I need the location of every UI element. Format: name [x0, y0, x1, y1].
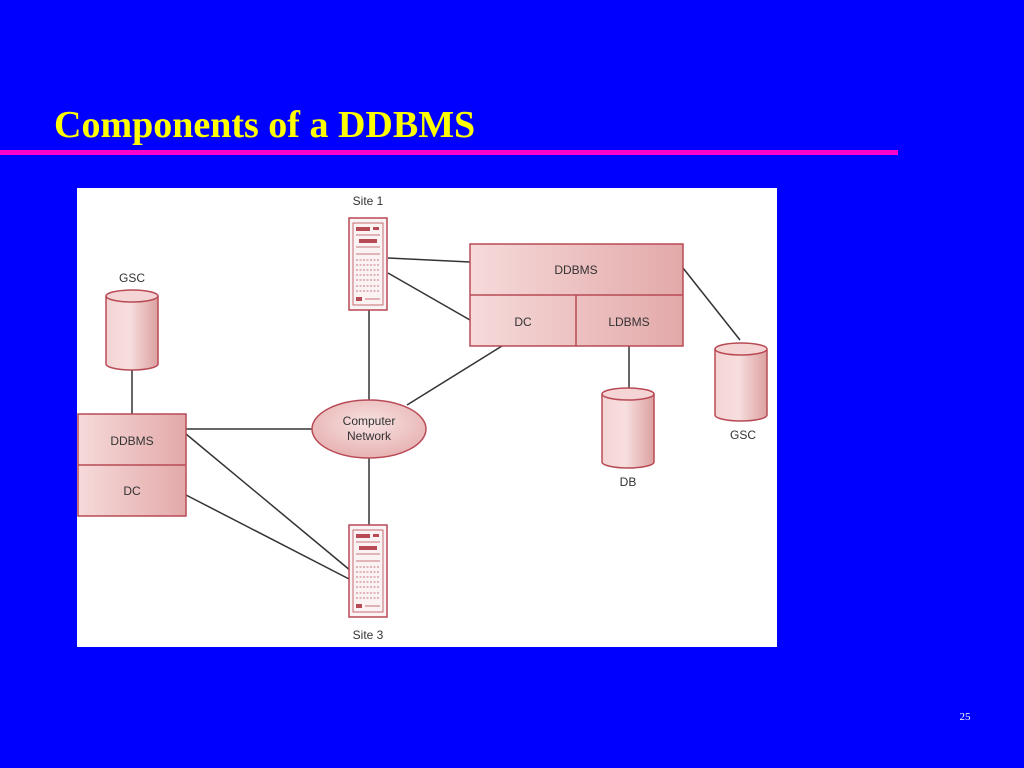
site3-label: Site 3: [353, 628, 384, 642]
right-dc-label: DC: [514, 315, 532, 329]
diagram-panel: Site 1 Site 3 Computer Network GSC DDBMS…: [77, 188, 777, 647]
db-cylinder-icon: [601, 387, 655, 469]
right-gsc-cylinder-icon: [714, 342, 768, 422]
left-gsc-label: GSC: [119, 271, 145, 285]
link-left-ddbms-site3: [185, 433, 352, 572]
link-site1-dc: [387, 272, 471, 321]
site1-label: Site 1: [353, 194, 384, 208]
left-ddbms-label: DDBMS: [110, 434, 153, 448]
slide-number: 25: [959, 711, 971, 723]
connector-lines: [131, 257, 741, 581]
network-label-line1: Computer: [343, 414, 396, 428]
right-ddbms-label: DDBMS: [554, 263, 597, 277]
db-label: DB: [620, 475, 637, 489]
link-network-right-site: [406, 345, 503, 406]
site1-server-icon: [348, 217, 388, 311]
left-gsc-cylinder-icon: [105, 289, 159, 371]
network-label-line2: Network: [347, 429, 392, 443]
title-divider: [0, 150, 898, 155]
right-site-box: DDBMS DC LDBMS: [469, 243, 684, 347]
link-site1-ddbms: [387, 257, 471, 263]
left-dc-label: DC: [123, 484, 141, 498]
link-left-dc-site3: [185, 494, 352, 581]
link-right-ddbms-gsc: [682, 267, 741, 341]
right-gsc-label: GSC: [730, 428, 756, 442]
computer-network-node: Computer Network: [311, 399, 427, 459]
site3-server-icon: [348, 524, 388, 618]
slide-title: Components of a DDBMS: [54, 104, 476, 146]
right-ldbms-label: LDBMS: [608, 315, 649, 329]
ddbms-diagram: Site 1 Site 3 Computer Network GSC DDBMS…: [77, 194, 768, 642]
left-site-box: DDBMS DC: [77, 413, 187, 517]
